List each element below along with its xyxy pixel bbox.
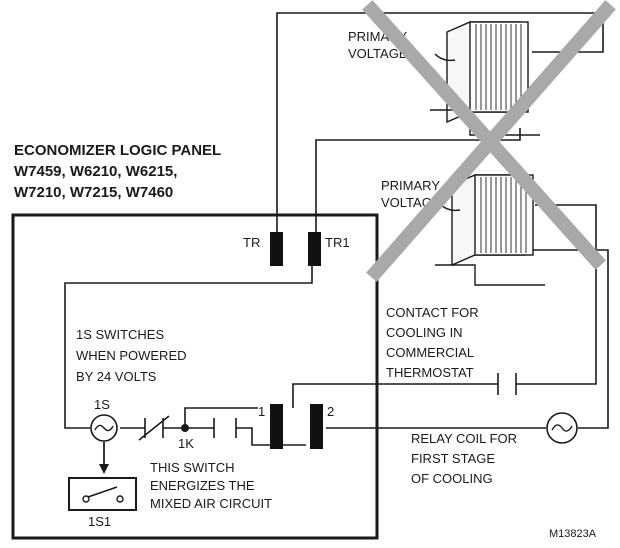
switch-note-line2: WHEN POWERED xyxy=(76,348,187,363)
top-transformer-icon xyxy=(430,21,540,136)
logic-panel-box xyxy=(11,213,379,540)
relay-1k-label: 1K xyxy=(178,436,194,451)
contact-note-line2: COOLING IN xyxy=(386,325,463,340)
panel-models-line1: W7459, W6210, W6215, xyxy=(14,163,177,180)
mixed-air-note-line1: THIS SWITCH xyxy=(150,460,235,475)
terminal-1 xyxy=(270,404,283,449)
switch-blade-icon xyxy=(87,486,118,498)
terminal-tr-label: TR xyxy=(243,235,260,250)
switch-1s1-box xyxy=(68,477,137,511)
terminal-1-label: 1 xyxy=(258,404,265,419)
switch-terminal-a xyxy=(82,495,90,503)
panel-title: ECONOMIZER LOGIC PANEL xyxy=(14,142,221,159)
cross-out-mark-icon xyxy=(362,0,616,282)
switch-1s1-label: 1S1 xyxy=(88,514,111,529)
switch-note-line1: 1S SWITCHES xyxy=(76,327,164,342)
terminal-tr1-label: TR1 xyxy=(325,235,350,250)
contact-note-line3: COMMERCIAL xyxy=(386,345,474,360)
normally-open-contact-icon xyxy=(213,418,237,438)
coil-wave-icon xyxy=(94,424,114,432)
terminal-tr1 xyxy=(308,232,321,266)
normally-closed-contact-icon xyxy=(138,415,170,441)
contact-note-line1: CONTACT FOR xyxy=(386,305,479,320)
relay-1s-label: 1S xyxy=(94,397,110,412)
figure-code: M13823A xyxy=(549,528,597,540)
terminal-2-label: 2 xyxy=(327,404,334,419)
bottom-transformer-label-line1: PRIMARY xyxy=(381,178,440,193)
mixed-air-note-line3: MIXED AIR CIRCUIT xyxy=(150,496,272,511)
thermostat-contact-icon xyxy=(497,373,517,395)
mixed-air-note-line2: ENERGIZES THE xyxy=(150,478,255,493)
coil-note-line3: OF COOLING xyxy=(411,471,493,486)
junction-dot xyxy=(181,424,189,432)
switch-note-line3: BY 24 VOLTS xyxy=(76,369,157,384)
cooling-coil-wave-icon xyxy=(551,424,573,432)
switch-link-arrow-icon xyxy=(99,464,109,474)
top-transformer-label-line2: VOLTAGE xyxy=(348,46,408,61)
terminal-tr xyxy=(270,232,283,266)
panel-models-line2: W7210, W7215, W7460 xyxy=(14,184,173,201)
contact-note-line4: THERMOSTAT xyxy=(386,365,474,380)
switch-terminal-b xyxy=(116,495,124,503)
coil-note-line1: RELAY COIL FOR xyxy=(411,431,517,446)
terminal-2 xyxy=(310,404,323,449)
coil-note-line2: FIRST STAGE xyxy=(411,451,495,466)
